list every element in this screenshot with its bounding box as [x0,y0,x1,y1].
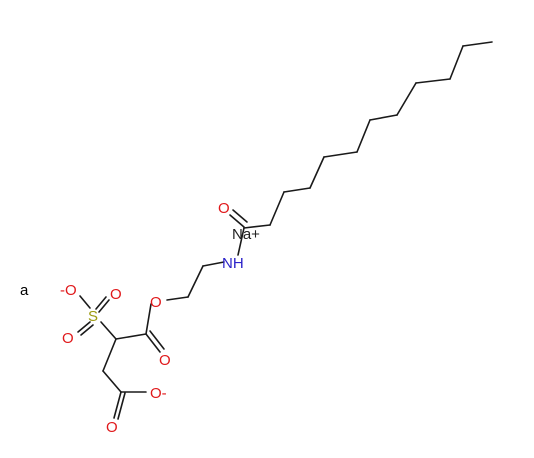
sulfonate-oxygen-minus-label: -O [60,282,77,299]
sodium-ion-label: Na+ [232,226,260,243]
ester-carbonyl-oxygen-label: O [159,352,171,369]
sulfonate-oxygen-bottom-label: O [62,330,74,347]
figure-label: a [20,282,29,299]
carboxylate-oxygen-double-label: O [106,419,118,436]
carboxylate-oxygen-minus-label: O- [150,385,167,402]
alkyl-chain [269,41,493,226]
sulfur-label: S [88,308,98,325]
ethylene-linker [166,261,225,301]
amide-group [229,209,271,256]
ester-oxygen-label: O [150,294,162,311]
ester-backbone [100,303,165,393]
sulfonate-oxygen-right-label: O [110,286,122,303]
sulfonate-group [77,295,110,336]
amide-nitrogen-label: NH [222,255,244,272]
amide-oxygen-label: O [218,200,230,217]
carboxylate-group [113,391,147,420]
